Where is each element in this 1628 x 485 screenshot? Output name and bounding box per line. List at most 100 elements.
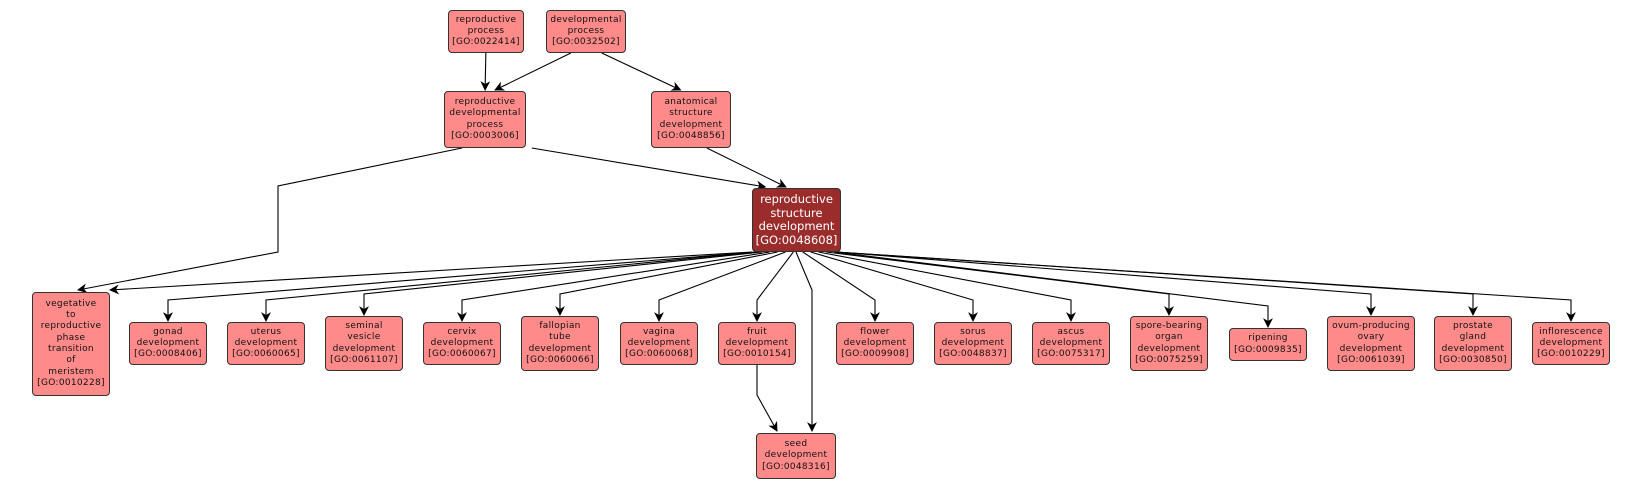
go-term-label: prostate (1453, 320, 1493, 331)
go-term-label: development (234, 337, 298, 348)
go-term-label: development (332, 343, 396, 354)
go-term-id: [GO:0010154] (723, 349, 791, 360)
go-term-label: meristem (48, 366, 94, 377)
go-term-label: vegetative (45, 298, 97, 309)
go-term-label: development (136, 337, 200, 348)
go-term-label: ripening (1248, 333, 1288, 344)
go-term-label: vesicle (347, 332, 381, 343)
edge-arrow (818, 251, 1076, 322)
go-term-label: developmental (449, 108, 521, 119)
edge-arrow (494, 52, 572, 91)
go-term-label: structure (669, 108, 713, 119)
go-term-label: flower (860, 326, 890, 337)
go-term-label: ascus (1057, 326, 1085, 337)
go-term-id: [GO:0030850] (1439, 354, 1507, 365)
go-term-label: to (66, 310, 76, 321)
go-term-id: [GO:0008406] (134, 349, 202, 360)
go-term-id: [GO:0003006] (451, 130, 519, 141)
go-term-label: ovum-producing (1332, 320, 1410, 331)
go-term-label: fruit (746, 326, 768, 337)
go-term-node[interactable]: ripening[GO:0009835] (1229, 328, 1307, 361)
edge-arrow (706, 147, 787, 188)
go-term-label: development (659, 119, 723, 130)
go-term-label: development (1137, 343, 1201, 354)
go-term-label: development (1539, 337, 1603, 348)
go-term-id: [GO:0075317] (1037, 349, 1105, 360)
edge-arrow (531, 147, 767, 191)
edge-arrow (555, 251, 778, 316)
go-term-label: of (66, 355, 76, 366)
go-term-label: organ (1155, 332, 1183, 343)
go-term-label: cervix (447, 326, 477, 337)
go-term-label: process (467, 25, 505, 36)
go-term-label: reproductive (455, 14, 517, 25)
go-term-id: [GO:0022414] (452, 37, 520, 48)
go-term-id: [GO:0032502] (552, 37, 620, 48)
edge-arrow (752, 251, 794, 322)
edge-arrow (457, 251, 770, 322)
edge-arrow (163, 251, 757, 322)
go-term-label: ovary (1357, 332, 1385, 343)
go-term-label: developmental (550, 14, 622, 25)
go-term-id: [GO:0048856] (657, 130, 725, 141)
edge-arrow (601, 52, 682, 91)
go-term-label: seed (784, 439, 808, 450)
edge-arrow (261, 251, 757, 322)
go-term-label: uterus (250, 326, 282, 337)
edge-arrow (810, 251, 978, 322)
go-term-label: seminal (345, 320, 383, 331)
go-term-id: [GO:0061039] (1337, 354, 1405, 365)
go-term-id: [GO:0010229] (1537, 349, 1605, 360)
edge-arrow (834, 251, 1273, 328)
go-term-label: reproductive (760, 192, 833, 206)
go-term-label: development (941, 337, 1005, 348)
go-term-id: [GO:0060068] (625, 349, 693, 360)
edge-arrow (359, 251, 762, 316)
go-term-id: [GO:0048316] (762, 461, 830, 472)
go-term-label: gonad (153, 326, 183, 337)
edge-arrow (835, 251, 1478, 316)
go-term-label: spore-bearing (1135, 320, 1203, 331)
edge-arrow (835, 251, 1376, 316)
go-term-id: [GO:0060066] (526, 354, 594, 365)
go-term-label: sorus (960, 326, 986, 337)
go-term-label: process (567, 25, 605, 36)
go-term-id: [GO:0009835] (1234, 344, 1302, 355)
go-term-label: gland (1459, 332, 1487, 343)
go-term-id: [GO:0060067] (428, 349, 496, 360)
go-term-id: [GO:0010228] (37, 377, 105, 388)
edge-arrow (802, 251, 880, 322)
go-term-label: tube (549, 332, 571, 343)
go-term-id: [GO:0061107] (330, 354, 398, 365)
go-term-label: reproductive (40, 321, 102, 332)
go-term-label: development (843, 337, 907, 348)
go-term-label: transition (48, 344, 94, 354)
go-term-id: [GO:0048837] (939, 349, 1007, 360)
go-term-id: [GO:0048608] (755, 232, 838, 247)
go-term-label: development (758, 219, 835, 233)
go-term-id: [GO:0009908] (841, 349, 909, 360)
go-term-label: development (725, 337, 789, 348)
